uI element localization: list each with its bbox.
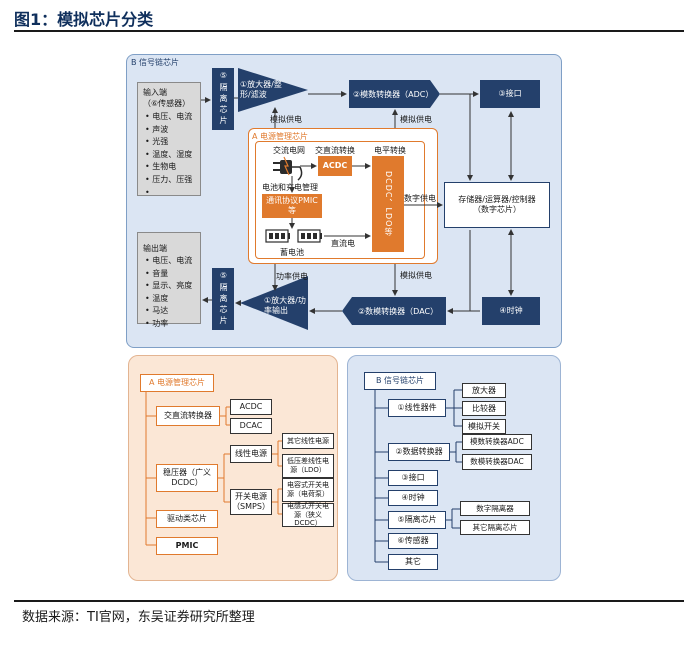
input-end-subtitle: （⑥传感器） [143, 99, 191, 108]
acdc-node: ACDC [230, 399, 272, 415]
driver-node: 驱动类芯片 [156, 510, 218, 528]
level-convert-label: 电平转换 [374, 146, 406, 155]
output-end-list: 电压、电流 音量 显示、亮度 温度 马达 功率 [145, 255, 192, 331]
output-item: 电压、电流 [145, 255, 192, 268]
interface-node: ③接口 [388, 470, 438, 486]
analog-switch-node: 模拟开关 [462, 419, 506, 434]
output-item: 功率 [145, 318, 192, 331]
regulator-node: 稳压器（广义DCDC） [156, 464, 218, 492]
other-isolation-node: 其它隔离芯片 [460, 520, 530, 535]
clock-node: ④时钟 [388, 490, 438, 506]
analog-power-label-1: 模拟供电 [270, 115, 302, 124]
analog-power-label-3: 模拟供电 [400, 271, 432, 280]
power-supply-label: 功率供电 [276, 272, 308, 281]
isolation-chip-out: ⑤隔离芯片 [212, 268, 234, 330]
signal-tree-title: B 信号链芯片 [364, 372, 436, 390]
amp-out-triangle [240, 276, 308, 330]
amplifier-node: 放大器 [462, 383, 506, 398]
acdc-converter-node: 交直流转换器 [156, 406, 220, 426]
storage-box: 存储器/运算器/控制器（数字芯片） [444, 182, 550, 228]
amp-in-triangle [238, 68, 308, 112]
amp-in-label: ①放大器/整形/滤波 [240, 80, 282, 99]
input-end-title: 输入端 [143, 88, 167, 97]
adc-node: 模数转换器ADC [462, 434, 532, 450]
input-item: 声波 [145, 124, 192, 137]
power-tree-title: A 电源管理芯片 [140, 374, 214, 392]
title-rule [14, 30, 684, 32]
input-end-box: 输入端 （⑥传感器） 电压、电流 声波 光强 温度、湿度 生物电 压力、压强 [137, 82, 201, 196]
digital-isolator-node: 数字隔离器 [460, 501, 530, 516]
adc-label: ②模数转换器（ADC） [353, 90, 434, 99]
interface-box: ③接口 [480, 80, 540, 108]
dac-node: 数模转换器DAC [462, 454, 532, 470]
ldo-node: 低压差线性电源（LDO） [282, 454, 334, 478]
battery-label: 蓄电池 [280, 248, 304, 257]
acdc-box: ACDC [318, 156, 352, 176]
dc-label: 直流电 [331, 239, 355, 248]
dcac-node: DCAC [230, 418, 272, 434]
isolation-node: ⑤隔离芯片 [388, 511, 446, 529]
footer-rule [14, 600, 684, 602]
ac-grid-label: 交流电网 [273, 146, 305, 155]
dac-shape [342, 297, 446, 325]
output-end-box: 输出端 电压、电流 音量 显示、亮度 温度 马达 功率 [137, 232, 201, 328]
switching-power-node: 开关电源（SMPS） [230, 489, 272, 515]
pmic-node: PMIC [156, 537, 218, 555]
other-node: 其它 [388, 554, 438, 570]
input-item: 光强 [145, 136, 192, 149]
dac-label: ②数模转换器（DAC） [358, 307, 439, 316]
source-note: 数据来源：TI官网，东吴证券研究所整理 [22, 610, 255, 625]
output-item: 显示、亮度 [145, 280, 192, 293]
data-converter-node: ②数据转换器 [388, 443, 450, 461]
adc-shape [349, 80, 440, 108]
amp-out-label: ①放大器/功率输出 [264, 296, 306, 315]
pmic-box: 通讯协议PMIC等 [262, 194, 322, 218]
output-end-title: 输出端 [143, 244, 167, 253]
analog-power-label-2: 模拟供电 [400, 115, 432, 124]
output-item: 温度 [145, 293, 192, 306]
input-end-list: 电压、电流 声波 光强 温度、湿度 生物电 压力、压强 [145, 111, 192, 199]
sensor-node: ⑥传感器 [388, 533, 438, 549]
cap-switch-node: 电容式开关电源（电荷泵） [282, 478, 334, 502]
output-item: 马达 [145, 305, 192, 318]
linear-other-node: 其它线性电源 [282, 433, 334, 449]
ind-switch-node: 电感式开关电源（狭义DCDC） [282, 502, 334, 527]
isolation-chip-in: ⑤隔离芯片 [212, 68, 234, 130]
clock-box: ④时钟 [482, 297, 540, 325]
figure-title: 图1：模拟芯片分类 [14, 10, 154, 29]
input-item: 电压、电流 [145, 111, 192, 124]
input-item: 压力、压强 [145, 174, 192, 187]
input-item: 温度、湿度 [145, 149, 192, 162]
comparator-node: 比较器 [462, 401, 506, 416]
output-item: 音量 [145, 268, 192, 281]
input-item: 生物电 [145, 161, 192, 174]
signal-chain-panel-label: B 信号链芯片 [131, 58, 180, 67]
digital-power-label: 数字供电 [404, 194, 436, 203]
linear-device-node: ①线性器件 [388, 399, 446, 417]
linear-power-node: 线性电源 [230, 445, 272, 463]
ac-dc-convert-label: 交直流转换 [315, 146, 355, 155]
dcdc-ldo-box: DCDC、LDO等 [372, 156, 404, 252]
power-panel-label: A 电源管理芯片 [252, 132, 309, 141]
